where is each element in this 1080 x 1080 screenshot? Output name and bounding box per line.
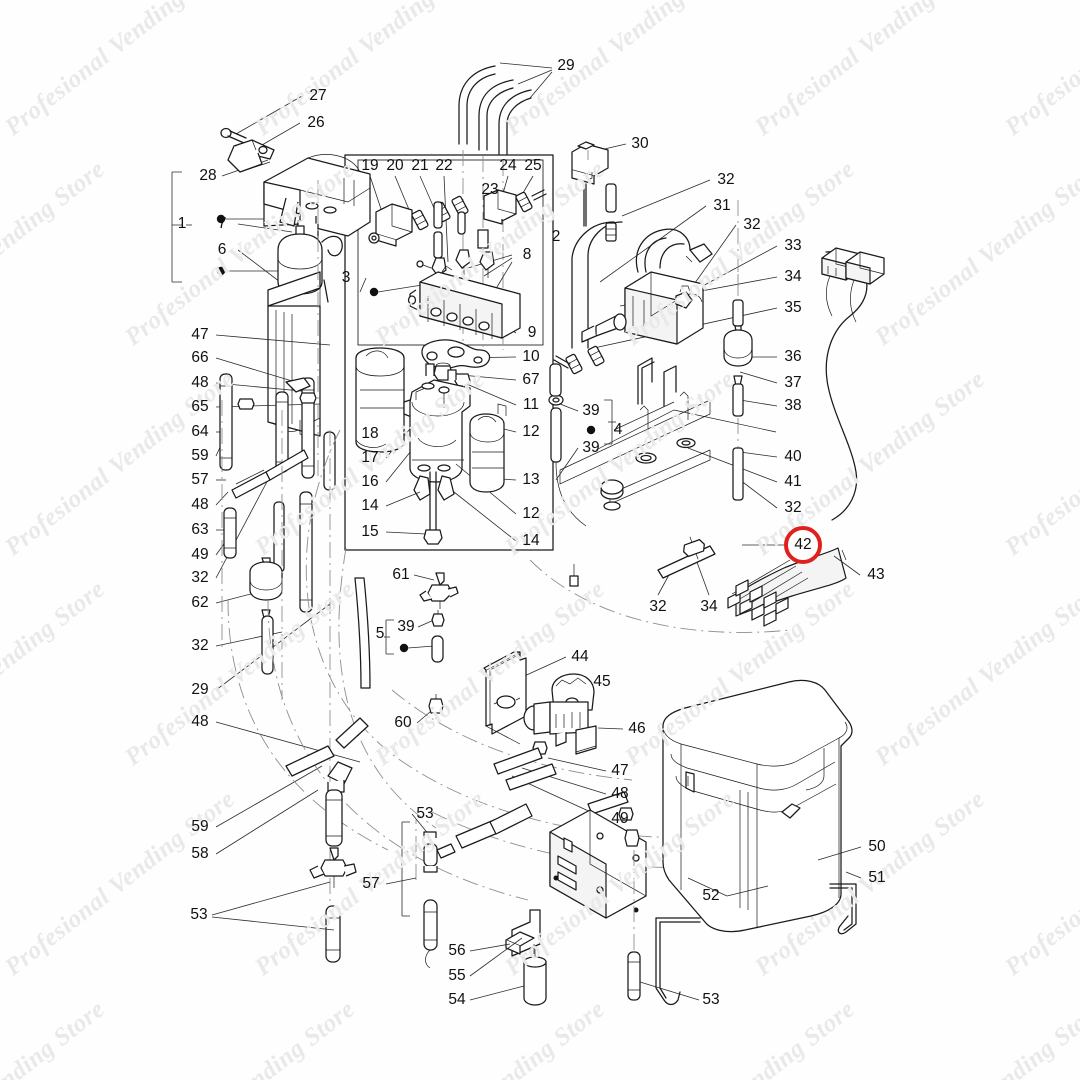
- callout-number-48: 48: [191, 374, 209, 391]
- callout-number-30: 30: [631, 135, 649, 152]
- highlighted-part-marker[interactable]: 42: [784, 526, 822, 564]
- callout-number-31: 31: [713, 197, 731, 214]
- callout-number-32: 32: [191, 569, 209, 586]
- callout-number-55: 55: [448, 967, 466, 984]
- callout-number-16: 16: [361, 473, 379, 490]
- callout-number-10: 10: [522, 348, 540, 365]
- callout-number-50: 50: [868, 838, 886, 855]
- callout-number-19: 19: [361, 157, 379, 174]
- callout-number-35: 35: [784, 299, 802, 316]
- callout-number-65: 65: [191, 398, 209, 415]
- callout-number-48: 48: [191, 713, 209, 730]
- callout-number-61: 61: [392, 566, 410, 583]
- callout-number-9: 9: [527, 324, 537, 341]
- callout-number-49: 49: [191, 546, 209, 563]
- callout-number-57: 57: [362, 875, 380, 892]
- callout-number-15: 15: [361, 523, 379, 540]
- callout-number-59: 59: [191, 447, 209, 464]
- callout-number-12: 12: [522, 505, 540, 522]
- callout-number-57: 57: [191, 471, 209, 488]
- callout-number-17: 17: [361, 449, 379, 466]
- callout-number-1: 1: [177, 215, 187, 232]
- callout-number-33: 33: [784, 237, 802, 254]
- callout-number-36: 36: [784, 348, 802, 365]
- callout-number-45: 45: [593, 673, 611, 690]
- callout-number-32: 32: [717, 171, 735, 188]
- callout-number-47: 47: [191, 326, 209, 343]
- callout-number-58: 58: [191, 845, 209, 862]
- callout-number-43: 43: [867, 566, 885, 583]
- callout-number-34: 34: [700, 598, 718, 615]
- callout-number-18: 18: [361, 425, 379, 442]
- callout-number-54: 54: [448, 991, 466, 1008]
- callout-number-40: 40: [784, 448, 802, 465]
- callout-number-32: 32: [649, 598, 667, 615]
- callout-number-32: 32: [191, 637, 209, 654]
- callout-number-60: 60: [394, 714, 412, 731]
- callout-number-52: 52: [702, 887, 720, 904]
- callout-number-41: 41: [784, 473, 802, 490]
- callout-number-8: 8: [522, 246, 532, 263]
- callout-number-67: 67: [522, 371, 540, 388]
- callout-number-63: 63: [191, 521, 209, 538]
- callout-number-49: 49: [611, 810, 629, 827]
- callout-number-53: 53: [416, 805, 434, 822]
- callout-number-21: 21: [411, 157, 429, 174]
- callout-number-48: 48: [611, 785, 629, 802]
- callout-number-12: 12: [522, 423, 540, 440]
- callout-number-46: 46: [628, 720, 646, 737]
- callout-number-53: 53: [702, 991, 720, 1008]
- callout-number-39: 39: [582, 439, 600, 456]
- callout-number-14: 14: [361, 497, 379, 514]
- callout-number-44: 44: [571, 648, 589, 665]
- callout-number-22: 22: [435, 157, 453, 174]
- callout-number-3: 3: [341, 269, 351, 286]
- callout-number-66: 66: [191, 349, 209, 366]
- callout-number-47: 47: [611, 762, 629, 779]
- callout-number-48: 48: [191, 496, 209, 513]
- callout-number-32: 32: [784, 499, 802, 516]
- callout-number-25: 25: [524, 157, 542, 174]
- callout-number-38: 38: [784, 397, 802, 414]
- callout-number-11: 11: [522, 396, 540, 413]
- callout-number-64: 64: [191, 423, 209, 440]
- callout-number-26: 26: [307, 114, 325, 131]
- callout-number-7: 7: [217, 215, 227, 232]
- callout-number-4: 4: [613, 421, 623, 438]
- callout-number-37: 37: [784, 374, 802, 391]
- callout-number-13: 13: [522, 471, 540, 488]
- callout-number-23: 23: [481, 181, 499, 198]
- callout-number-28: 28: [199, 167, 217, 184]
- callout-number-59: 59: [191, 818, 209, 835]
- callout-number-34: 34: [784, 268, 802, 285]
- callout-number-24: 24: [499, 157, 517, 174]
- callout-number-56: 56: [448, 942, 466, 959]
- callout-number-39: 39: [397, 618, 415, 635]
- callout-number-29: 29: [557, 57, 575, 74]
- callout-number-20: 20: [386, 157, 404, 174]
- callout-number-53: 53: [190, 906, 208, 923]
- callout-number-5: 5: [375, 625, 385, 642]
- callout-number-2: 2: [551, 228, 561, 245]
- callout-number-14: 14: [522, 532, 540, 549]
- callout-number-51: 51: [868, 869, 886, 886]
- callout-number-6: 6: [217, 241, 227, 258]
- callout-number-27: 27: [309, 87, 327, 104]
- callout-number-32: 32: [743, 216, 761, 233]
- callout-number-39: 39: [582, 402, 600, 419]
- callout-number-29: 29: [191, 681, 209, 698]
- callout-number-62: 62: [191, 594, 209, 611]
